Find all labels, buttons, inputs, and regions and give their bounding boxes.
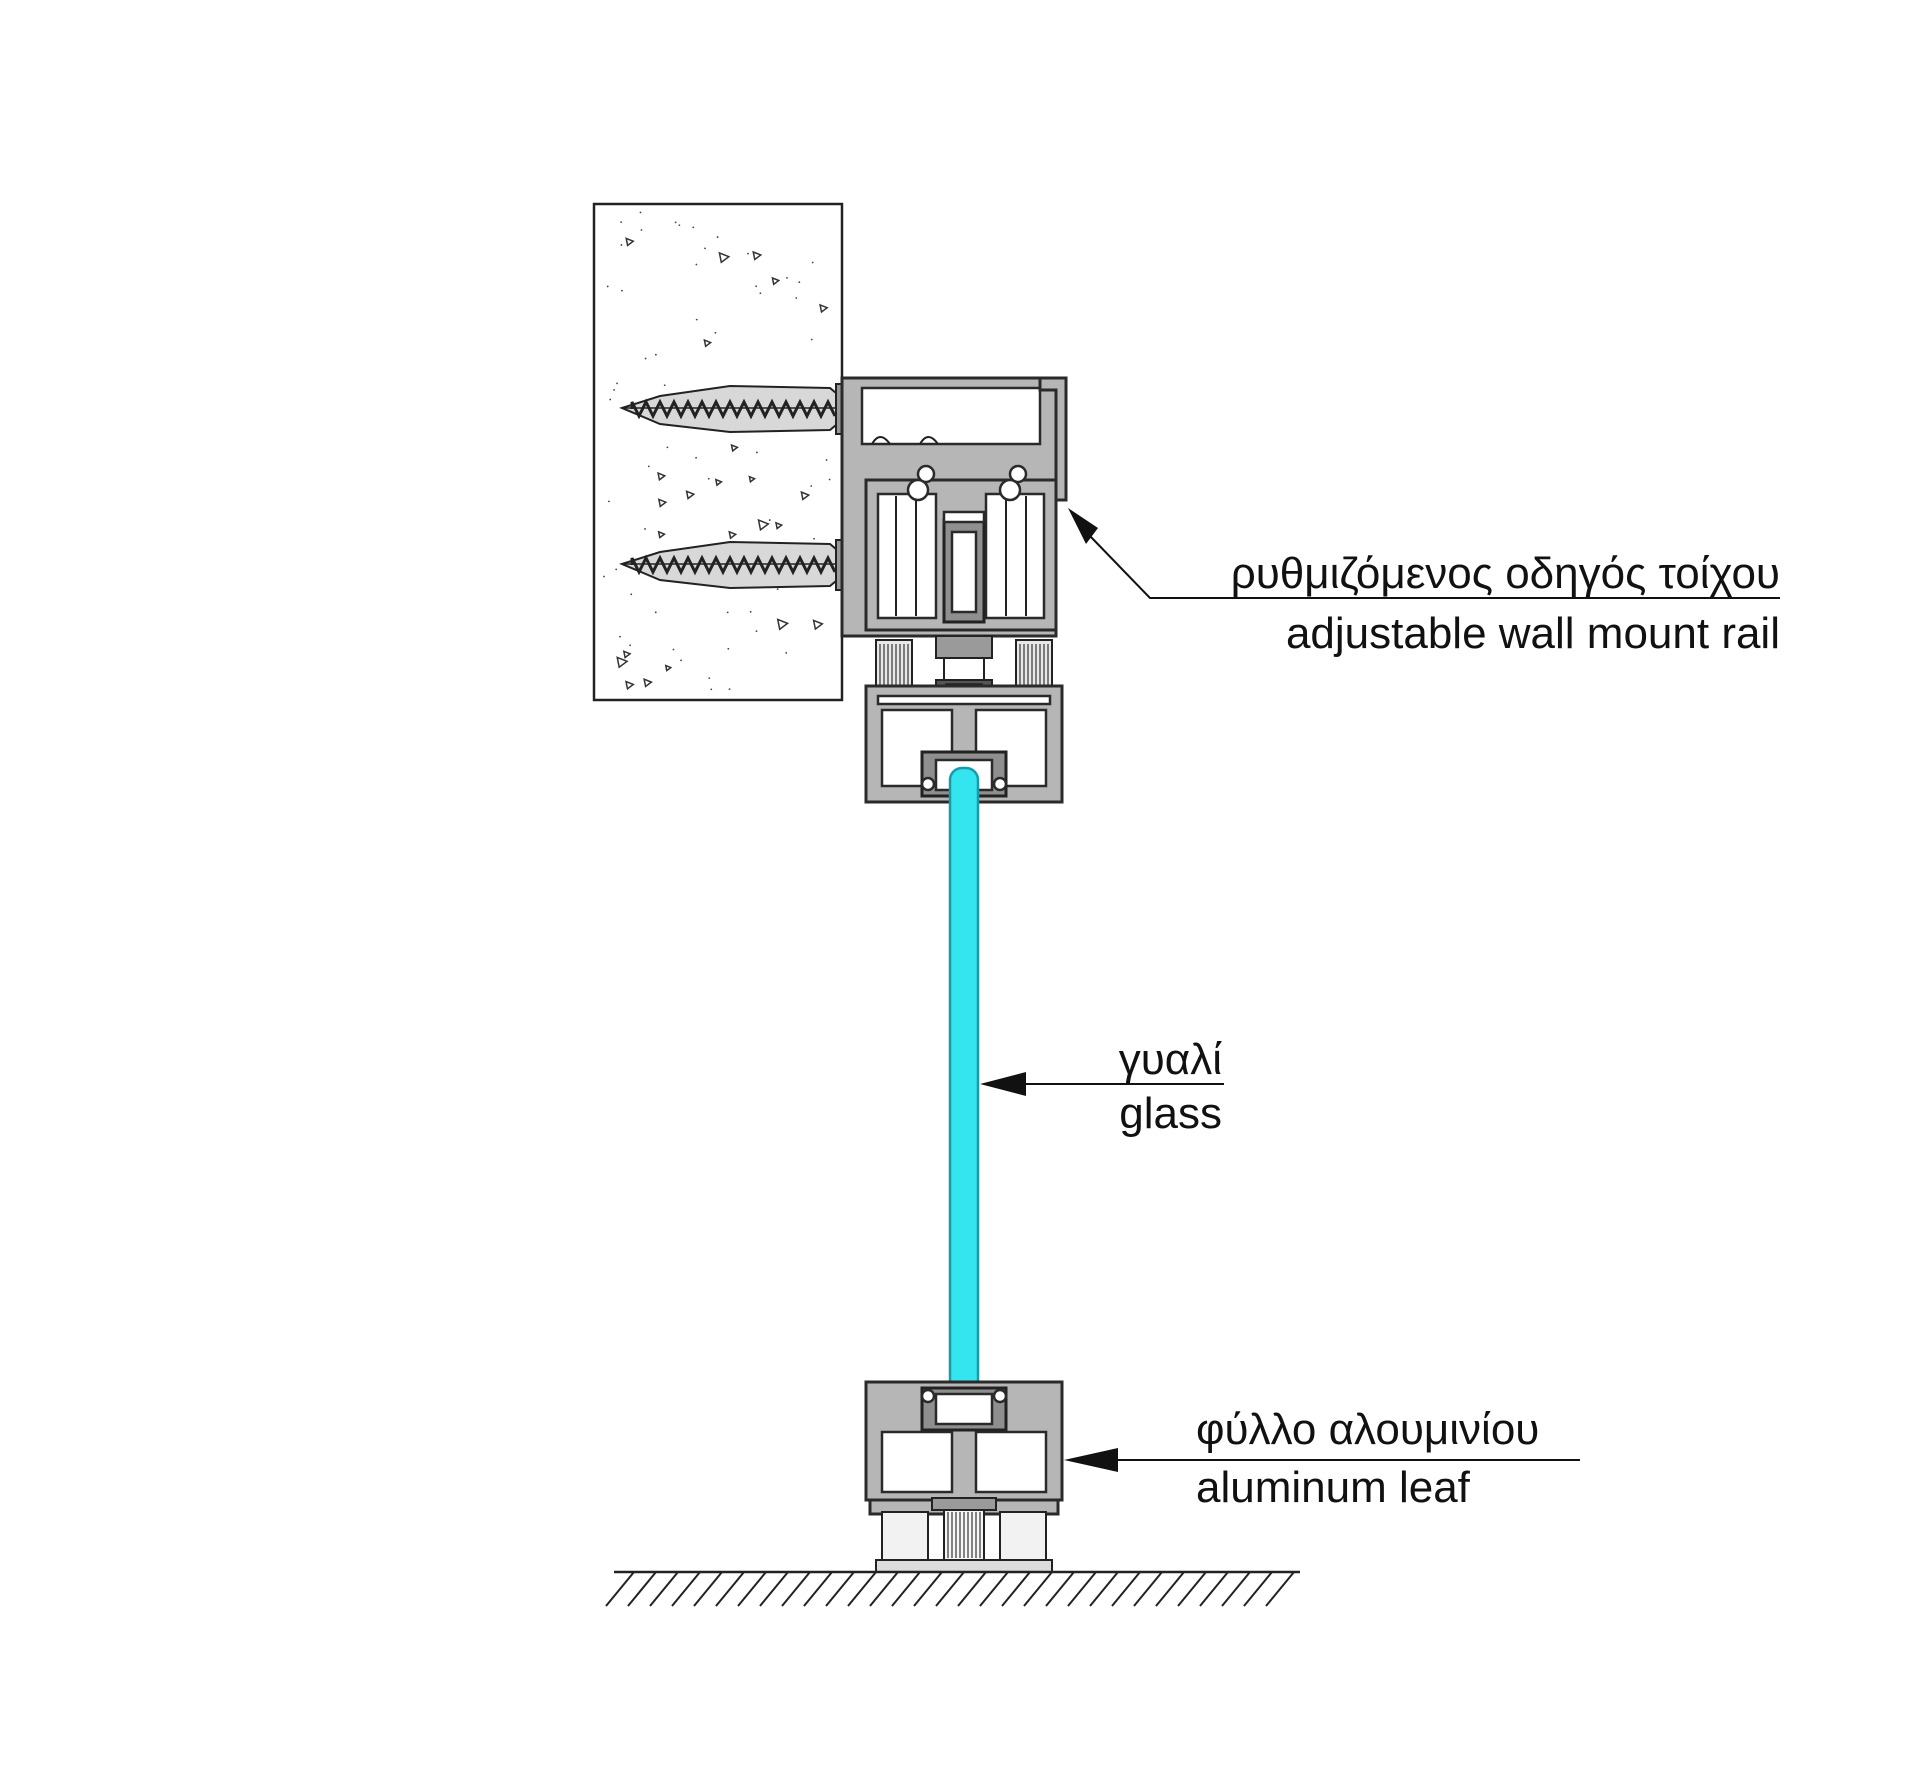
upper-brush-seals xyxy=(875,639,1053,691)
label-wall-rail-en: adjustable wall mount rail xyxy=(1286,609,1780,658)
floor-line xyxy=(605,1570,1300,1607)
leader-aluminum-leaf: φύλλο αλουμινίου aluminum leaf xyxy=(1064,1405,1580,1512)
label-glass-en: glass xyxy=(1119,1089,1222,1138)
leaf-bottom-profile xyxy=(864,1380,1064,1573)
glass-pane xyxy=(948,766,980,1420)
label-leaf-en: aluminum leaf xyxy=(1196,1463,1471,1512)
leader-wall-rail: ρυθμιζόμενος οδηγός τοίχου adjustable wa… xyxy=(1068,508,1780,658)
leader-glass: γυαλί glass xyxy=(980,1035,1224,1138)
label-wall-rail-gr: ρυθμιζόμενος οδηγός τοίχου xyxy=(1231,549,1780,598)
concrete-wall xyxy=(592,202,844,702)
label-leaf-gr: φύλλο αλουμινίου xyxy=(1196,1405,1539,1454)
label-glass-gr: γυαλί xyxy=(1119,1035,1223,1084)
wall-mount-rail xyxy=(840,376,1068,638)
